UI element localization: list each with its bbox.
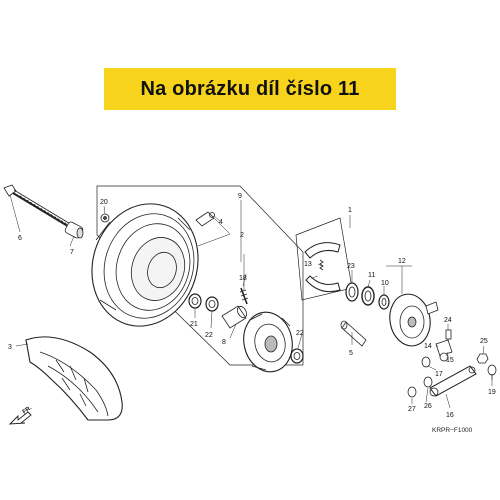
front-direction-arrow-icon — [8, 411, 32, 425]
collar-17 — [421, 356, 431, 368]
callout-27: 27 — [408, 406, 416, 413]
callout-18: 18 — [239, 275, 247, 282]
brake-arm-16 — [429, 365, 477, 397]
callout-6: 6 — [18, 235, 22, 242]
callout-24: 24 — [444, 317, 452, 324]
callout-12: 12 — [398, 258, 406, 265]
callout-25: 25 — [480, 338, 488, 345]
bolt-19 — [487, 364, 497, 380]
callout-10: 10 — [381, 280, 389, 287]
callout-9: 9 — [238, 193, 242, 200]
grease-fitting — [100, 213, 110, 223]
callout-17: 17 — [435, 371, 443, 378]
callout-21: 21 — [190, 321, 198, 328]
callout-5: 5 — [349, 350, 353, 357]
drawing-code: KRPR−F1000 — [432, 427, 473, 434]
indicator-plate-15 — [439, 352, 449, 362]
title-banner: Na obrázku díl číslo 11 — [104, 68, 396, 110]
callout-3: 3 — [8, 344, 12, 351]
callout-23: 23 — [347, 263, 355, 270]
tire — [25, 336, 123, 421]
axle-nut — [64, 221, 84, 239]
oil-seal — [345, 282, 359, 302]
leader-lines — [9, 194, 493, 409]
nut-25 — [476, 353, 489, 364]
direction-label: FR. — [22, 405, 34, 416]
brake-spring — [319, 259, 324, 271]
bolt-27 — [407, 386, 417, 398]
callout-11: 11 — [368, 272, 375, 279]
banner-title: Na obrázku díl číslo 11 — [140, 77, 360, 100]
seal-10 — [378, 294, 390, 310]
bearing-21 — [188, 293, 202, 309]
callout-14: 14 — [424, 343, 432, 350]
callout-22-right: 22 — [296, 330, 304, 337]
rear-hub — [243, 311, 293, 373]
callout-26: 26 — [424, 403, 432, 410]
wheel-rim — [91, 203, 199, 327]
callout-labels: 1 2 3 4 5 6 7 8 9 10 11 12 13 14 15 16 1… — [8, 193, 496, 419]
callout-7: 7 — [70, 249, 74, 256]
bearing-22-left — [205, 296, 219, 312]
callout-15: 15 — [446, 357, 454, 364]
valve-stem — [195, 211, 215, 227]
wheel-assembly-frame — [96, 185, 304, 366]
washer-26 — [423, 376, 433, 388]
distance-collar — [221, 305, 247, 329]
callout-2: 2 — [240, 232, 244, 239]
callout-13: 13 — [304, 261, 312, 268]
bearing-22-right — [290, 348, 304, 364]
callout-19: 19 — [488, 389, 496, 396]
brake-shoes — [304, 242, 341, 293]
callout-20: 20 — [100, 199, 108, 206]
callout-8: 8 — [222, 339, 226, 346]
callout-4: 4 — [219, 219, 223, 226]
axle-bolt — [3, 184, 81, 233]
axle-sleeve — [340, 320, 367, 347]
callout-1: 1 — [348, 207, 352, 214]
callout-16: 16 — [446, 412, 454, 419]
stud-bolt — [239, 287, 249, 305]
brake-panel — [389, 293, 439, 347]
callout-22-left: 22 — [205, 332, 213, 339]
bearing-11 — [361, 286, 375, 306]
